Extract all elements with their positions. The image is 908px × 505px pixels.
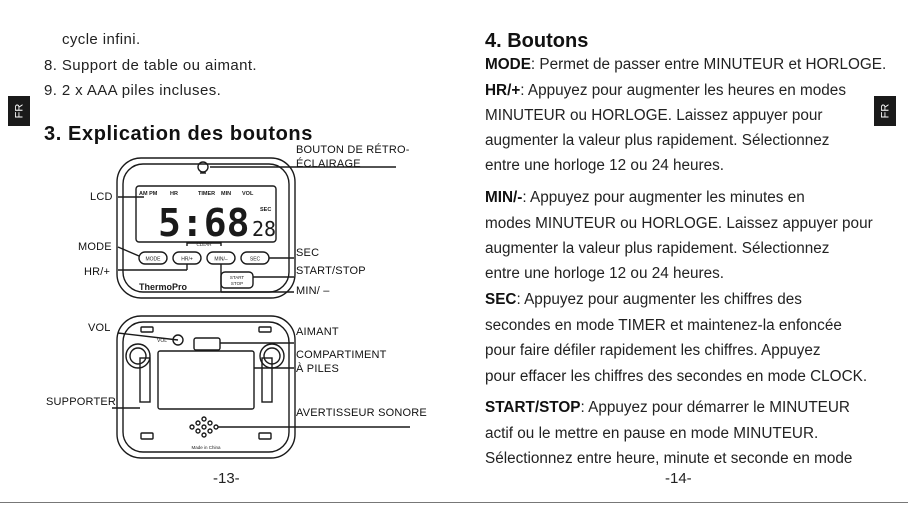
description-line: HR/+: Appuyez pour augmenter les heures … <box>485 82 846 100</box>
description-line: augmenter la valeur plus rapidement. Sél… <box>485 240 829 258</box>
description-text: : Appuyez pour augmenter les chiffres de… <box>516 291 802 308</box>
hr-button-label: HR/+ <box>181 257 193 263</box>
start-label: START <box>230 275 245 280</box>
description-line: Sélectionnez entre heure, minute et seco… <box>485 450 852 468</box>
page-number-left: -13- <box>213 470 240 487</box>
lcd-label-timer: TIMER <box>198 191 215 197</box>
description-line: entre une horloge 12 ou 24 heures. <box>485 157 724 175</box>
callout-lcd: LCD <box>90 191 113 203</box>
description-line: modes MINUTEUR ou HORLOGE. Laissez appuy… <box>485 215 873 233</box>
description-line: START/STOP: Appuyez pour démarrer le MIN… <box>485 399 850 417</box>
list-continuation: cycle infini. <box>62 31 141 48</box>
device-diagram: AM PM HR TIMER MIN VOL SEC 5:68 28 MODE … <box>112 157 410 459</box>
description-line: MIN/-: Appuyez pour augmenter les minute… <box>485 189 805 207</box>
description-text: entre une horloge 12 ou 24 heures. <box>485 157 724 174</box>
language-tab-left: FR <box>8 96 30 126</box>
description-text: : Appuyez pour augmenter les minutes en <box>522 189 805 206</box>
description-text: : Permet de passer entre MINUTEUR et HOR… <box>530 56 887 73</box>
description-line: MODE: Permet de passer entre MINUTEUR et… <box>485 56 886 74</box>
description-text: actif ou le mettre en pause en mode MINU… <box>485 425 819 442</box>
description-line: secondes en mode TIMER et maintenez-la e… <box>485 317 842 335</box>
min-button-label: MIN/– <box>214 257 228 263</box>
callout-sec: SEC <box>296 247 320 259</box>
bottom-rule <box>0 502 908 503</box>
description-text: Sélectionnez entre heure, minute et seco… <box>485 450 853 467</box>
callout-backlight-1: BOUTON DE RÉTRO- <box>296 144 410 156</box>
brand-logo: ThermoPro <box>139 282 188 292</box>
lcd-label-hr: HR <box>170 191 178 197</box>
callout-hr: HR/+ <box>84 266 111 278</box>
description-text: entre une horloge 12 ou 24 heures. <box>485 265 724 282</box>
description-line: pour faire défiler rapidement les chiffr… <box>485 342 821 360</box>
lcd-label-sec: SEC <box>260 207 271 213</box>
callout-mode: MODE <box>78 241 112 253</box>
mode-button <box>138 251 168 265</box>
callout-vol: VOL <box>88 322 111 334</box>
description-line: MINUTEUR ou HORLOGE. Laissez appuyer pou… <box>485 107 823 125</box>
language-tab-right: FR <box>874 96 896 126</box>
sec-button-label: SEC <box>250 257 261 263</box>
callout-battery-1: COMPARTIMENT <box>296 349 387 361</box>
button-term: SEC <box>485 291 517 308</box>
list-item-8: 8. Support de table ou aimant. <box>44 57 257 74</box>
description-text: : Appuyez pour augmenter les heures en m… <box>520 82 846 99</box>
page-number-right: -14- <box>665 470 692 487</box>
description-text: pour faire défiler rapidement les chiffr… <box>485 342 821 359</box>
callout-magnet: AIMANT <box>296 326 339 338</box>
description-text: pour effacer les chiffres des secondes e… <box>485 368 868 385</box>
section-title-right: 4. Boutons <box>485 30 589 52</box>
lcd-label-vol: VOL <box>242 191 254 197</box>
description-line: actif ou le mettre en pause en mode MINU… <box>485 425 818 443</box>
description-text: : Appuyez pour démarrer le MINUTEUR <box>580 399 850 416</box>
stop-label: STOP <box>231 281 243 286</box>
mode-button-label: MODE <box>146 257 162 263</box>
callout-backlight-2: ÉCLAIRAGE <box>296 158 361 170</box>
button-term: HR/+ <box>485 82 521 99</box>
callout-battery-2: À PILES <box>296 363 339 375</box>
made-in-label: Made in China <box>191 445 221 450</box>
button-term: START/STOP <box>485 399 581 416</box>
callout-start-stop: START/STOP <box>296 265 366 277</box>
description-text: secondes en mode TIMER et maintenez-la e… <box>485 317 842 334</box>
vol-label: VOL <box>157 338 167 344</box>
clear-label: CLEAR <box>196 242 212 247</box>
description-line: pour effacer les chiffres des secondes e… <box>485 368 867 386</box>
description-line: entre une horloge 12 ou 24 heures. <box>485 265 724 283</box>
callout-buzzer: AVERTISSEUR SONORE <box>296 407 427 419</box>
lcd-label-ampm: AM PM <box>139 191 158 197</box>
lcd-digits: 5:68 <box>158 201 250 245</box>
description-text: augmenter la valeur plus rapidement. Sél… <box>485 240 830 257</box>
description-line: augmenter la valeur plus rapidement. Sél… <box>485 132 829 150</box>
callout-supporter: SUPPORTER <box>46 396 117 408</box>
description-text: MINUTEUR ou HORLOGE. Laissez appuyer pou… <box>485 107 823 124</box>
lcd-label-min: MIN <box>221 191 231 197</box>
section-title-left: 3. Explication des boutons <box>44 123 313 145</box>
lcd-seconds: 28 <box>252 217 276 241</box>
lightbulb-icon <box>197 161 209 173</box>
callout-min: MIN/ – <box>296 285 330 297</box>
list-item-9: 9. 2 x AAA piles incluses. <box>44 82 222 99</box>
button-term: MODE <box>485 56 531 73</box>
description-text: modes MINUTEUR ou HORLOGE. Laissez appuy… <box>485 215 873 232</box>
description-line: SEC: Appuyez pour augmenter les chiffres… <box>485 291 802 309</box>
description-text: augmenter la valeur plus rapidement. Sél… <box>485 132 830 149</box>
button-term: MIN/- <box>485 189 523 206</box>
